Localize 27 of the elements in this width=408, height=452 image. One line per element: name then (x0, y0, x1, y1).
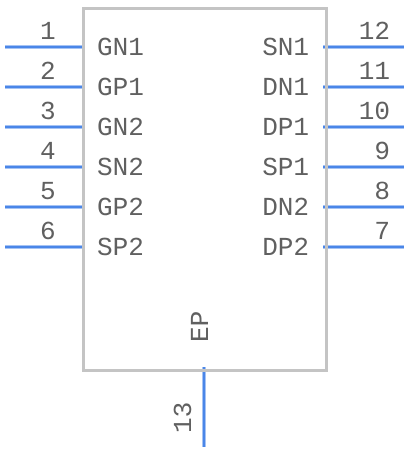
pin-number: 9 (374, 139, 390, 165)
pin-number: 5 (40, 179, 56, 205)
pin-name: GN1 (97, 35, 144, 61)
pin-name: GP2 (97, 195, 144, 221)
pin-number: 8 (374, 179, 390, 205)
pin-name: GP1 (97, 75, 144, 101)
pin-name: DN2 (262, 195, 309, 221)
pin-number: 2 (40, 59, 56, 85)
pin-number: 12 (358, 19, 390, 45)
pin-number: 6 (40, 219, 56, 245)
pin-name: EP (188, 310, 214, 342)
pin-number: 4 (40, 139, 56, 165)
pin-name: DP1 (262, 115, 309, 141)
pin-name: DN1 (262, 75, 309, 101)
pin-number: 7 (374, 219, 390, 245)
pin-name: SP1 (262, 155, 309, 181)
pin-number: 3 (40, 99, 56, 125)
pin-name: GN2 (97, 115, 144, 141)
pin-number: 10 (358, 99, 390, 125)
pin-number: 13 (171, 402, 197, 433)
pin-name: DP2 (262, 235, 309, 261)
pin-name: SN2 (97, 155, 144, 181)
pin-name: SP2 (97, 235, 144, 261)
ic-body-outline (82, 6, 328, 372)
pin-name: SN1 (262, 35, 309, 61)
pin-number: 11 (358, 59, 390, 85)
pin-number: 1 (40, 19, 56, 45)
